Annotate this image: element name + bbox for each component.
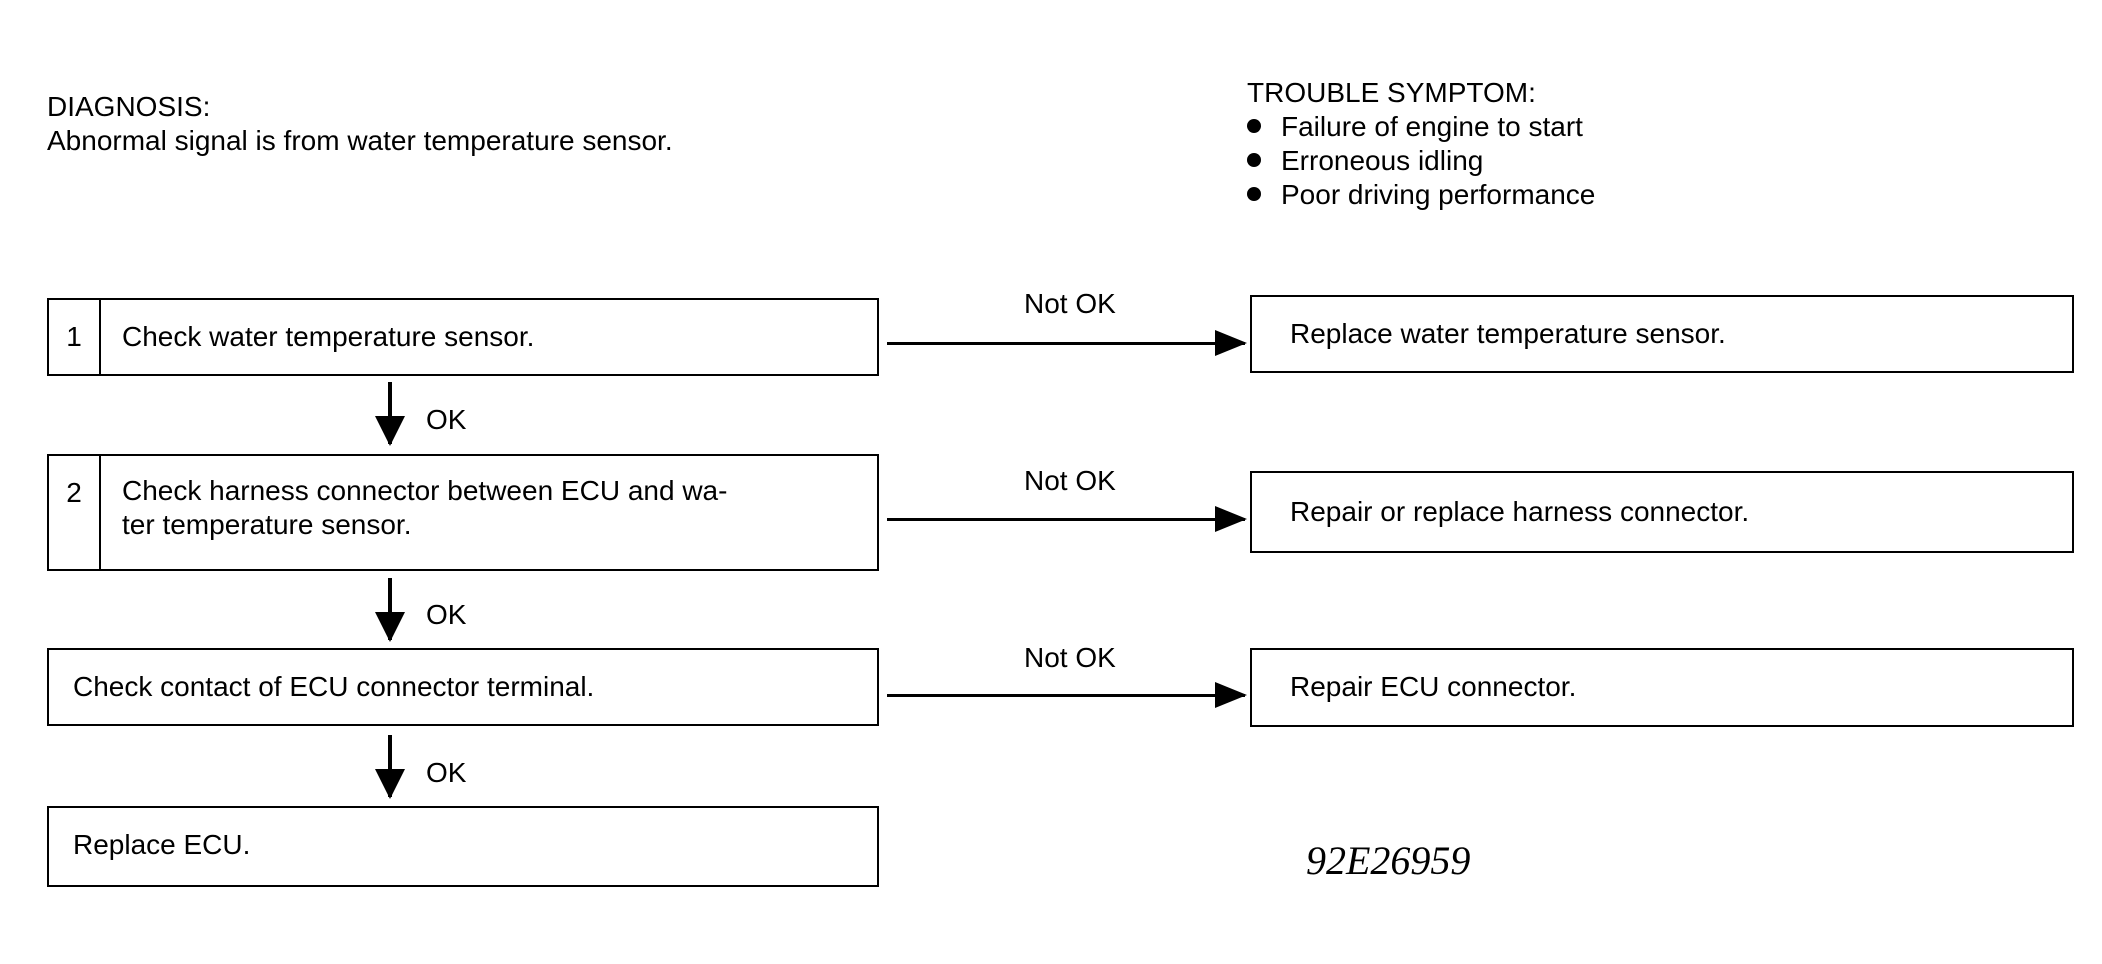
step-4-label: Replace ECU.	[73, 829, 251, 860]
diagnosis-text: Abnormal signal is from water temperatur…	[47, 125, 673, 156]
remedy-3-box: Repair ECU connector.	[1250, 648, 2074, 727]
step-2-label-line-2: ter temperature sensor.	[122, 509, 412, 540]
step-1-number: 1	[49, 300, 101, 374]
step-1-ok-label: OK	[426, 404, 467, 435]
step-1-ok-arrow	[375, 382, 405, 446]
step-2-number: 2	[49, 456, 101, 569]
diagnosis-heading: DIAGNOSIS:	[47, 91, 211, 122]
step-2-not-ok-arrow	[887, 506, 1247, 532]
step-1-box: 1 Check water temperature sensor.	[47, 298, 879, 376]
step-2-not-ok-label: Not OK	[1024, 465, 1116, 496]
step-3-box: Check contact of ECU connector terminal.	[47, 648, 879, 726]
remedy-3-label: Repair ECU connector.	[1290, 671, 1577, 702]
symptom-item: Erroneous idling	[1247, 144, 1595, 178]
symptom-item: Poor driving performance	[1247, 178, 1595, 212]
symptom-item: Failure of engine to start	[1247, 110, 1595, 144]
remedy-2-label: Repair or replace harness connector.	[1290, 496, 1750, 527]
step-3-ok-arrow	[375, 735, 405, 799]
step-1-label: Check water temperature sensor.	[122, 321, 535, 352]
step-1-not-ok-arrow	[887, 330, 1247, 356]
step-2-ok-label: OK	[426, 599, 467, 630]
step-3-not-ok-label: Not OK	[1024, 642, 1116, 673]
trouble-symptom-list: Failure of engine to start Erroneous idl…	[1247, 110, 1595, 212]
step-2-box: 2 Check harness connector between ECU an…	[47, 454, 879, 571]
step-4-box: Replace ECU.	[47, 806, 879, 887]
bullet-icon	[1247, 153, 1261, 167]
bullet-icon	[1247, 187, 1261, 201]
figure-id: 92E26959	[1306, 838, 1471, 883]
step-3-label: Check contact of ECU connector terminal.	[73, 671, 595, 702]
step-3-not-ok-arrow	[887, 682, 1247, 708]
remedy-1-box: Replace water temperature sensor.	[1250, 295, 2074, 373]
trouble-symptom-heading: TROUBLE SYMPTOM:	[1247, 77, 1536, 108]
remedy-1-label: Replace water temperature sensor.	[1290, 318, 1726, 349]
step-3-ok-label: OK	[426, 757, 467, 788]
step-1-not-ok-label: Not OK	[1024, 288, 1116, 319]
remedy-2-box: Repair or replace harness connector.	[1250, 471, 2074, 553]
step-2-label-line-1: Check harness connector between ECU and …	[122, 475, 728, 506]
step-2-ok-arrow	[375, 578, 405, 642]
bullet-icon	[1247, 119, 1261, 133]
